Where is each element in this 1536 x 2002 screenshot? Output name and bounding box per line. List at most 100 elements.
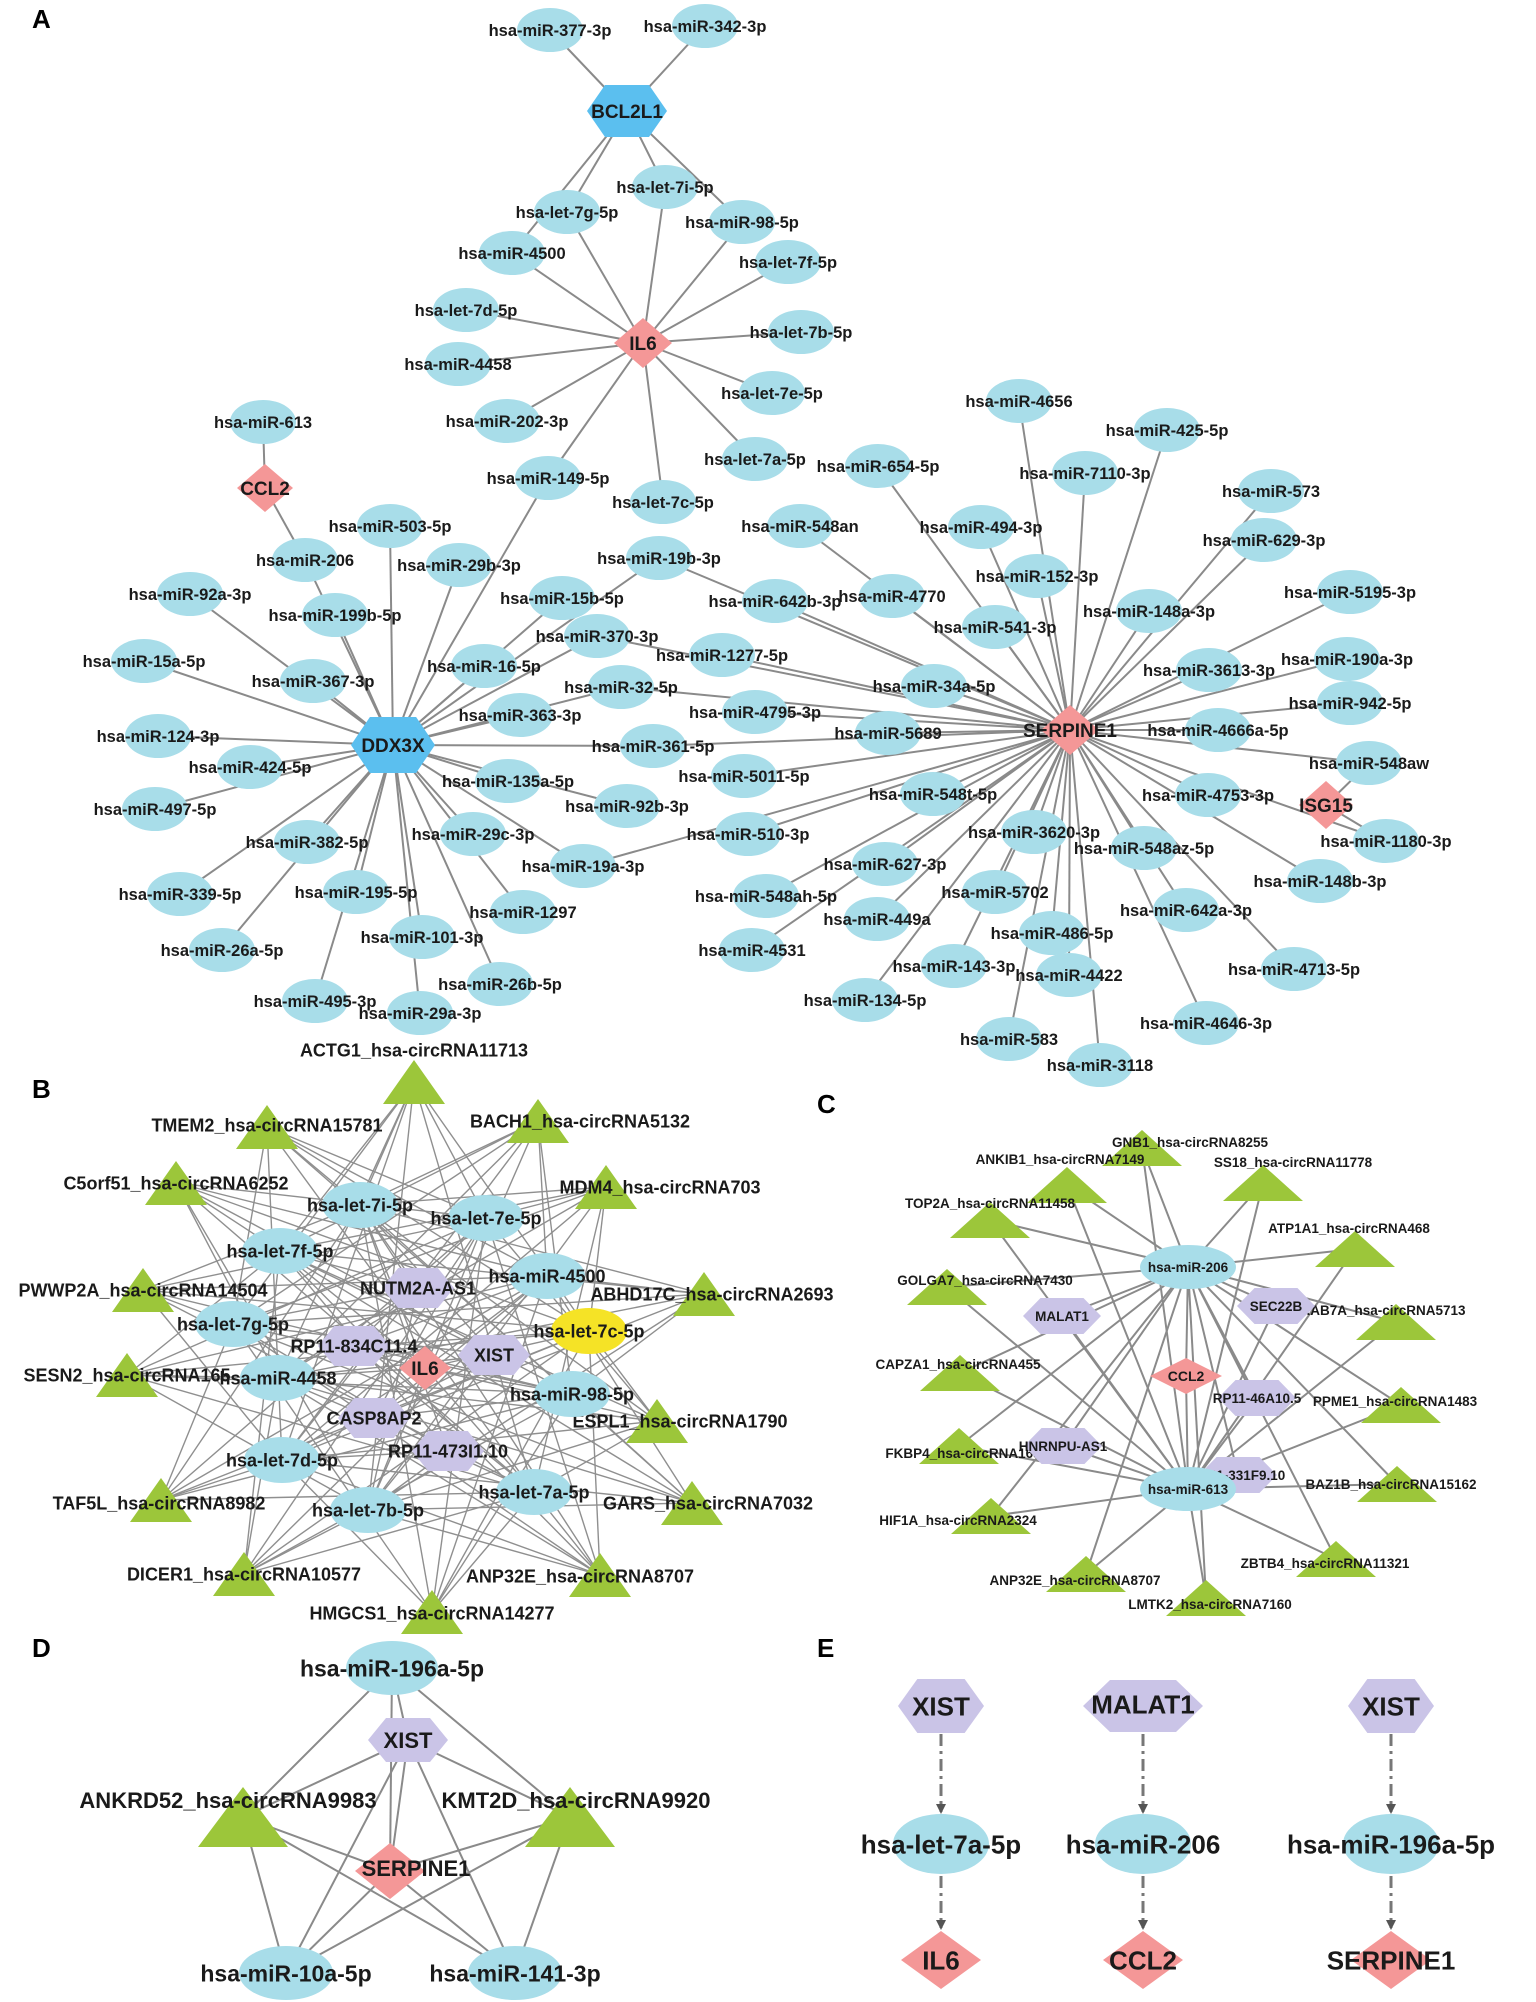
hsa-mir-196a-5p-ellipse-node: hsa-miR-196a-5p	[300, 1641, 484, 1695]
hsa-mir-195-5p-label: hsa-miR-195-5p	[295, 884, 418, 902]
hsa-mir-339-5p-ellipse-node: hsa-miR-339-5p	[119, 872, 241, 916]
hsa-mir-32-5p-label: hsa-miR-32-5p	[564, 679, 678, 697]
hsa-mir-196a-5p-ellipse-node: hsa-miR-196a-5p	[1287, 1814, 1495, 1874]
hsa-mir-627-3p-ellipse-node: hsa-miR-627-3p	[824, 842, 946, 886]
hsa-mir-141-3p-ellipse-node: hsa-miR-141-3p	[429, 1946, 601, 2000]
interaction-edge	[658, 557, 1071, 731]
hsa-mir-548ah-5p-label: hsa-miR-548ah-5p	[695, 888, 837, 906]
hsa-let-7g-5p-ellipse-node: hsa-let-7g-5p	[177, 1301, 289, 1347]
xist-hexagon-node: XIST	[1348, 1679, 1434, 1733]
hsa-mir-363-3p-ellipse-node: hsa-miR-363-3p	[459, 693, 581, 737]
taf5l-hsa-circrna8982-label: TAF5L_hsa-circRNA8982	[53, 1493, 266, 1513]
interaction-edge	[281, 1459, 601, 1576]
interaction-edge	[277, 1377, 601, 1576]
baz1b-hsa-circrna15162-label: BAZ1B_hsa-circRNA15162	[1305, 1477, 1476, 1492]
interaction-edge	[281, 1186, 607, 1461]
interaction-edge	[279, 1250, 693, 1504]
interaction-edge	[243, 1393, 573, 1575]
actg1-hsa-circrna11713-triangle-node: ACTG1_hsa-circRNA11713	[300, 1040, 528, 1104]
bcl2l1-hexagon-node: BCL2L1	[587, 85, 667, 137]
interaction-edge	[1187, 1266, 1402, 1406]
interaction-edge	[588, 1330, 601, 1576]
hnrnpu-as1-hexagon-node: HNRNPU-AS1	[1019, 1428, 1108, 1464]
hsa-mir-342-3p-ellipse-node: hsa-miR-342-3p	[644, 4, 766, 48]
hsa-mir-4656-ellipse-node: hsa-miR-4656	[965, 379, 1073, 423]
hsa-mir-19b-3p-ellipse-node: hsa-miR-19b-3p	[597, 536, 721, 580]
interaction-edge	[990, 1266, 1189, 1517]
interaction-edge	[281, 1081, 415, 1461]
hsa-mir-3118-ellipse-node: hsa-miR-3118	[1047, 1043, 1153, 1087]
hsa-let-7i-5p-label: hsa-let-7i-5p	[307, 1195, 413, 1215]
interaction-edge	[160, 1204, 361, 1501]
hsa-let-7b-5p-label: hsa-let-7b-5p	[312, 1500, 424, 1520]
interaction-edge	[751, 729, 1071, 951]
hsa-mir-5195-3p-ellipse-node: hsa-miR-5195-3p	[1284, 570, 1416, 614]
xist-hexagon-node: XIST	[368, 1718, 448, 1762]
hsa-mir-629-3p-label: hsa-miR-629-3p	[1203, 532, 1326, 550]
interaction-edge	[232, 1126, 268, 1325]
hsa-mir-494-3p-label: hsa-miR-494-3p	[920, 519, 1043, 537]
nutm2a-as1-hexagon-node: NUTM2A-AS1	[360, 1268, 476, 1308]
hsa-let-7i-5p-label: hsa-let-7i-5p	[616, 179, 713, 197]
interaction-edge	[279, 1081, 415, 1252]
hsa-let-7c-5p-label: hsa-let-7c-5p	[533, 1321, 644, 1341]
interaction-edge	[126, 1217, 487, 1376]
hsa-mir-15a-5p-ellipse-node: hsa-miR-15a-5p	[83, 639, 205, 683]
hsa-mir-92a-3p-label: hsa-miR-92a-3p	[129, 586, 252, 604]
hsa-let-7b-5p-label: hsa-let-7b-5p	[750, 324, 853, 342]
top2a-hsa-circrna11458-triangle-node: TOP2A_hsa-circRNA11458	[905, 1196, 1076, 1238]
hsa-mir-190a-3p-ellipse-node: hsa-miR-190a-3p	[1281, 637, 1413, 681]
capza1-hsa-circrna455-label: CAPZA1_hsa-circRNA455	[875, 1357, 1041, 1372]
mdm4-hsa-circrna703-label: MDM4_hsa-circRNA703	[559, 1177, 760, 1197]
hsa-mir-503-5p-ellipse-node: hsa-miR-503-5p	[329, 504, 451, 548]
hsa-mir-510-3p-ellipse-node: hsa-miR-510-3p	[687, 812, 810, 856]
hsa-let-7e-5p-ellipse-node: hsa-let-7e-5p	[721, 371, 823, 415]
anp32e-hsa-circrna8707-label: ANP32E_hsa-circRNA8707	[466, 1566, 694, 1586]
hsa-mir-92b-3p-ellipse-node: hsa-miR-92b-3p	[565, 784, 689, 828]
interaction-edge	[126, 1275, 548, 1376]
abhd17c-hsa-circrna2693-label: ABHD17C_hsa-circRNA2693	[590, 1284, 833, 1304]
hsa-mir-135a-5p-label: hsa-miR-135a-5p	[442, 773, 574, 791]
hsa-mir-548an-label: hsa-miR-548an	[741, 518, 858, 536]
hsa-let-7g-5p-ellipse-node: hsa-let-7g-5p	[516, 190, 618, 234]
hsa-mir-497-5p-label: hsa-miR-497-5p	[94, 801, 217, 819]
hsa-mir-141-3p-label: hsa-miR-141-3p	[429, 1960, 600, 1986]
hsa-let-7d-5p-label: hsa-let-7d-5p	[226, 1450, 338, 1470]
hsa-mir-92b-3p-label: hsa-miR-92b-3p	[565, 798, 689, 816]
hsa-mir-541-3p-ellipse-node: hsa-miR-541-3p	[934, 605, 1056, 649]
hsa-mir-642a-3p-label: hsa-miR-642a-3p	[1120, 902, 1252, 920]
hsa-mir-4458-label: hsa-miR-4458	[404, 356, 511, 374]
hsa-mir-4656-label: hsa-miR-4656	[965, 393, 1072, 411]
hsa-mir-548ah-5p-ellipse-node: hsa-miR-548ah-5p	[695, 874, 837, 918]
hsa-mir-613-label: hsa-miR-613	[1148, 1482, 1229, 1497]
interaction-edge	[588, 1186, 607, 1332]
hsa-mir-425-5p-label: hsa-miR-425-5p	[1106, 422, 1229, 440]
hsa-mir-16-5p-ellipse-node: hsa-miR-16-5p	[427, 644, 541, 688]
serpine1-label: SERPINE1	[1327, 1945, 1456, 1975]
hsa-let-7e-5p-label: hsa-let-7e-5p	[430, 1208, 541, 1228]
rp11-834c11-4-label: RP11-834C11.4	[290, 1336, 417, 1356]
hsa-mir-361-5p-label: hsa-miR-361-5p	[592, 738, 715, 756]
hsa-mir-19a-3p-label: hsa-miR-19a-3p	[522, 858, 645, 876]
gnb1-hsa-circrna8255-label: GNB1_hsa-circRNA8255	[1112, 1135, 1269, 1150]
malat1-hexagon-node: MALAT1	[1023, 1298, 1101, 1334]
ankrd52-hsa-circrna9983-label: ANKRD52_hsa-circRNA9983	[79, 1788, 376, 1813]
hsa-mir-510-3p-label: hsa-miR-510-3p	[687, 826, 810, 844]
ankrd52-hsa-circrna9983-triangle-node: ANKRD52_hsa-circRNA9983	[79, 1787, 377, 1847]
hsa-let-7b-5p-ellipse-node: hsa-let-7b-5p	[312, 1487, 424, 1533]
hsa-let-7c-5p-ellipse-node: hsa-let-7c-5p	[612, 480, 714, 524]
interaction-edge	[1061, 1315, 1189, 1490]
isg15-diamond-node: ISG15	[1299, 781, 1353, 829]
abhd17c-hsa-circrna2693-triangle-node: ABHD17C_hsa-circRNA2693	[590, 1272, 834, 1316]
hsa-let-7d-5p-ellipse-node: hsa-let-7d-5p	[415, 288, 517, 332]
hsa-mir-370-3p-ellipse-node: hsa-miR-370-3p	[536, 614, 658, 658]
xist-hexagon-node: XIST	[898, 1679, 984, 1733]
interaction-edge	[367, 1509, 601, 1576]
hsa-mir-3620-3p-label: hsa-miR-3620-3p	[968, 824, 1100, 842]
hsa-mir-135a-5p-ellipse-node: hsa-miR-135a-5p	[442, 759, 574, 803]
hsa-mir-152-3p-ellipse-node: hsa-miR-152-3p	[976, 554, 1098, 598]
interaction-edge	[642, 221, 743, 344]
serpine1-diamond-node: SERPINE1	[1327, 1931, 1456, 1989]
hsa-mir-19b-3p-label: hsa-miR-19b-3p	[597, 550, 721, 568]
hsa-mir-449a-label: hsa-miR-449a	[823, 911, 931, 929]
